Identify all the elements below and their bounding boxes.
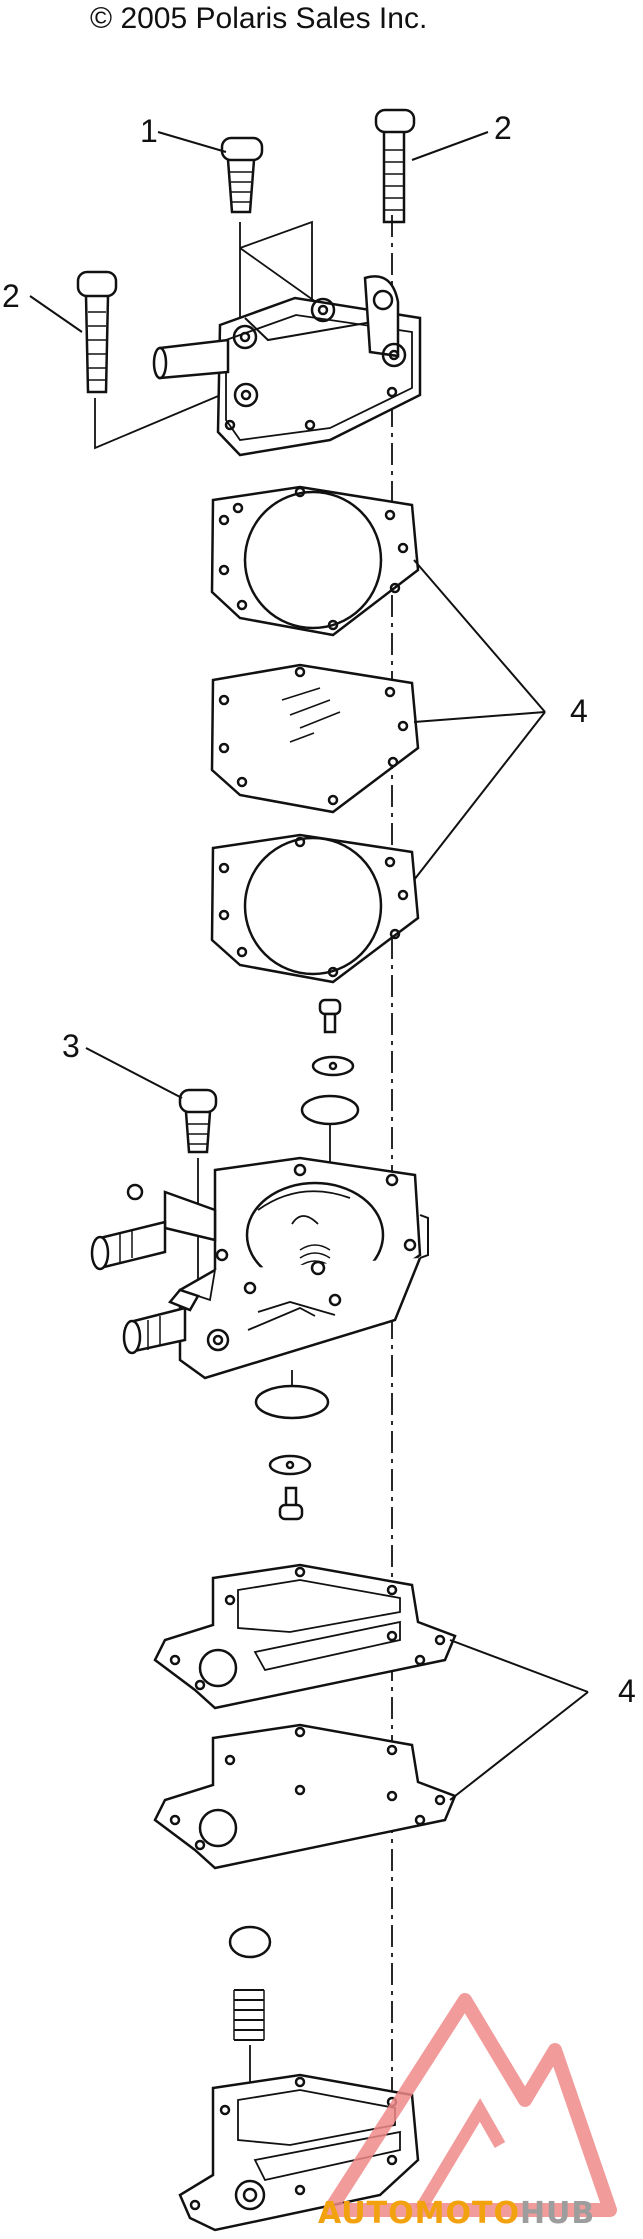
small-screw-lower (278, 1486, 304, 1521)
leader-3 (85, 1047, 183, 1099)
automotohub-logo (323, 1993, 617, 2217)
screw-2-top (374, 108, 416, 224)
screw-1 (220, 136, 264, 214)
callout-4-lower: 4 (618, 1673, 636, 1709)
callout-3: 3 (62, 1028, 80, 1064)
leader-4-d (449, 1639, 589, 1693)
leader-2-top (411, 131, 489, 161)
callout-2-left: 2 (2, 278, 20, 314)
leader-4-e (449, 1691, 589, 1801)
gasket-ring-lower (210, 833, 420, 984)
callout-4-upper: 4 (570, 693, 588, 729)
pump-body (90, 1156, 429, 1380)
leader-1 (157, 131, 227, 153)
wordmark-part-1: AUTOMOTO (318, 2196, 520, 2231)
small-screw-upper (318, 998, 342, 1034)
copyright-notice: © 2005 Polaris Sales Inc. (90, 2, 428, 35)
gasket-passage-lower (153, 1723, 457, 1870)
callout-2-top: 2 (494, 110, 512, 146)
gasket-passage-upper (153, 1563, 457, 1710)
leader-4-a (413, 559, 546, 713)
leader-4-b (413, 711, 546, 723)
valve-spring (233, 1989, 265, 2041)
pump-base-plate (178, 2073, 420, 2232)
washer-upper (311, 1055, 355, 1077)
wordmark-part-2: HUB (519, 2196, 596, 2231)
diaphragm (210, 663, 420, 814)
leader-4-c (413, 711, 546, 881)
check-valve-cap (228, 1925, 272, 1959)
pump-top-cover (152, 275, 422, 457)
valve-disc-lower (254, 1384, 330, 1420)
gasket-ring-upper (210, 485, 420, 637)
screw-2-left (76, 270, 118, 394)
screw-3 (178, 1088, 218, 1154)
leader-2-left (29, 295, 83, 333)
washer-lower (268, 1454, 312, 1476)
automotohub-wordmark: AUTOMOTOHUB (318, 2196, 595, 2231)
callout-1: 1 (140, 113, 158, 149)
valve-disc-upper (300, 1094, 360, 1126)
